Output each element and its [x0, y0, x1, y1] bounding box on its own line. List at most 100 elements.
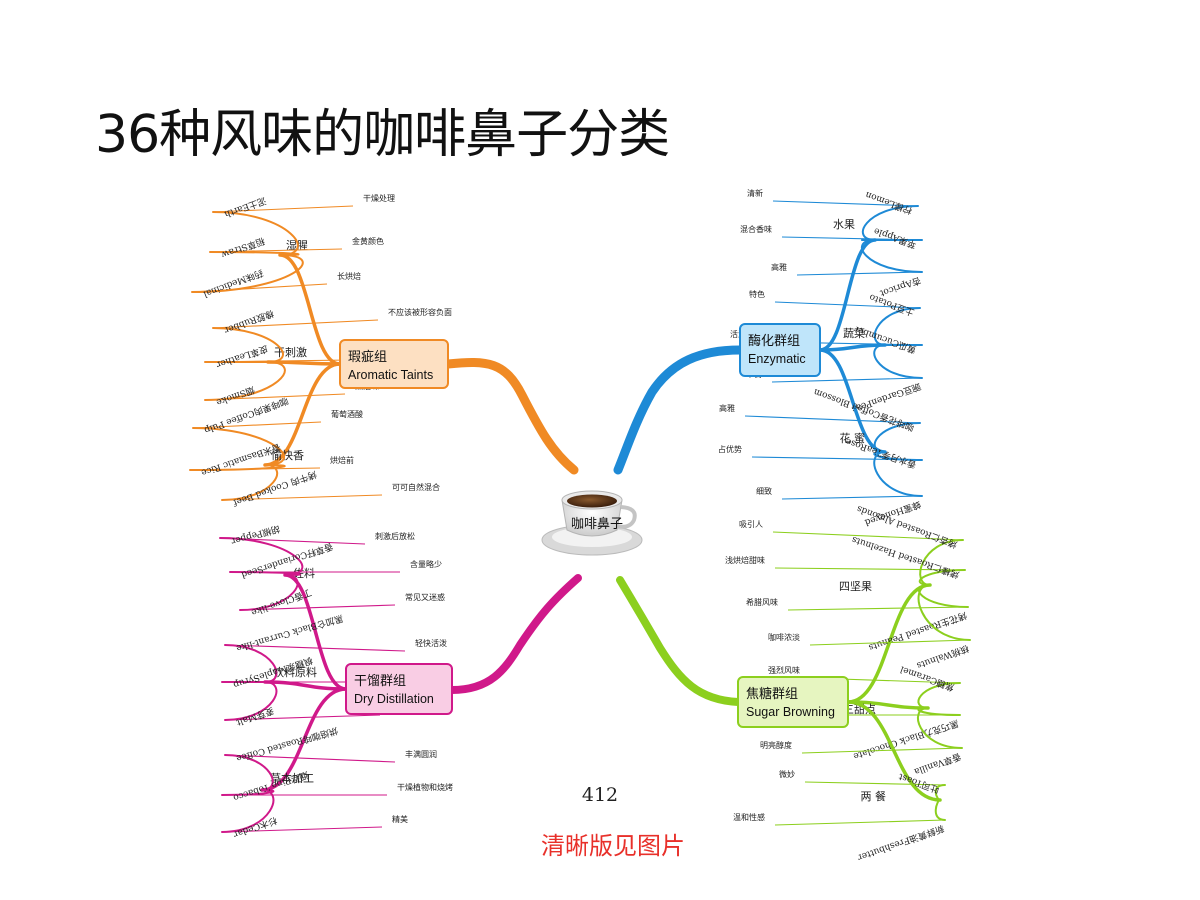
enzymatic-item-desc: 特色: [749, 289, 765, 299]
dry-group-label: 饮料原料: [273, 665, 317, 679]
enzymatic-item-line: [774, 301, 921, 309]
aromatic-item-line: [209, 248, 343, 253]
dry-item-desc: 精美: [392, 814, 408, 824]
enzymatic-trunk: [613, 345, 745, 475]
page-number: 412: [581, 784, 619, 806]
enzymatic-item-line: [744, 415, 921, 424]
enzymatic-group-label: 花 蜜: [840, 431, 866, 445]
dry-item-name: 胡椒Pepper: [229, 523, 281, 548]
enzymatic-item-desc: 高雅: [771, 262, 787, 272]
aromatic-group-branch: [263, 362, 342, 467]
aromatic-item-name: 稻草Straw: [219, 235, 266, 261]
enzymatic-item-line: [751, 456, 923, 461]
dry-category-cn: 干馏群组: [354, 674, 406, 689]
sugar-item-desc: 微妙: [779, 769, 795, 779]
aromatic-category-frame: [339, 339, 449, 389]
aromatic-item-line: [212, 319, 379, 329]
enzymatic-item-branch: [873, 451, 923, 497]
sugar-item-desc: 吸引人: [739, 520, 763, 529]
dry-item-desc: 干燥植物和烧烤: [397, 782, 453, 792]
sugar-item-line: [774, 819, 946, 826]
aromatic-item-name: 香米Basmatic Rice: [200, 441, 282, 479]
aromatic-item-name: 皮革Leather: [214, 343, 269, 372]
aromatic-item-name: 烟Smoke: [215, 384, 257, 409]
dry-item-branch: [224, 644, 278, 683]
dry-item-line: [224, 644, 406, 652]
enzymatic-item-branch: [860, 239, 923, 273]
enzymatic-item-desc: 细致: [756, 486, 772, 496]
dry-item-branch: [239, 574, 299, 611]
coffee-cup-icon: [541, 490, 643, 556]
sugar-category-frame: [737, 676, 849, 728]
aromatic-item-line: [204, 359, 351, 363]
enzymatic-item-line: [772, 200, 919, 207]
enzymatic-item-desc: 清新: [747, 188, 763, 198]
dry-item-line: [221, 826, 383, 833]
dry-group-label: 草本加工: [270, 771, 314, 785]
dry-item-desc: 常见又迷惑: [405, 592, 445, 602]
sugar-item-branch: [934, 799, 946, 821]
aromatic-category-en: Aromatic Taints: [348, 368, 433, 382]
sugar-item-branch: [918, 584, 969, 608]
aromatic-item-desc: 金黄颜色: [352, 236, 384, 246]
sugar-item-branch: [917, 584, 971, 641]
sugar-item-line: [774, 567, 966, 571]
enzymatic-group-label: 蔬菜: [843, 327, 865, 340]
sugar-item-line: [804, 781, 946, 786]
sugar-item-desc: 希腊风味: [746, 597, 778, 607]
dry-item-line: [219, 537, 366, 545]
enzymatic-item-branch: [873, 344, 923, 379]
aromatic-item-branch: [221, 464, 278, 501]
sugar-item-line: [809, 639, 971, 646]
category-trunks: [443, 345, 745, 706]
aromatic-item-name: 咖啡果肉Coffee Pulp: [203, 395, 291, 437]
sugar-item-desc: 温和性感: [733, 812, 765, 822]
dry-item-desc: 轻快活泼: [415, 638, 447, 648]
sugar-group-label: 两 餐: [861, 789, 887, 803]
enzymatic-item-line: [781, 495, 923, 500]
enzymatic-item-desc: 混合香味: [740, 224, 772, 234]
aromatic-item-line: [189, 467, 321, 471]
footer-note: 清晰版见图片: [541, 832, 685, 860]
aromatic-item-desc: 不应该被形容负面: [388, 307, 452, 317]
aromatic-item-branch: [192, 427, 285, 466]
dry-category-box: 干馏群组 Dry Distillation: [345, 663, 453, 715]
enzymatic-item-desc: 高雅: [719, 403, 735, 413]
enzymatic-group-label: 水果: [833, 218, 855, 231]
sugar-item-name: 香草Vanilla: [912, 750, 963, 778]
dry-item-desc: 丰满圆润: [405, 749, 437, 759]
enzymatic-item-name: 杏Apricot: [878, 274, 922, 299]
center-node: 咖啡鼻子: [541, 490, 643, 556]
dry-item-desc: 刺激后放松: [375, 531, 415, 541]
sugar-category-cn: 焦糖群组: [746, 686, 798, 702]
dry-category-en: Dry Distillation: [354, 692, 434, 706]
aromatic-item-desc: 烘焙前: [330, 455, 354, 465]
sugar-item-desc: 咖啡浓淡: [768, 632, 800, 642]
dry-item-line: [224, 754, 396, 763]
sugar-group-label: 四坚果: [839, 580, 872, 593]
center-label: 咖啡鼻子: [571, 516, 623, 532]
sugar-item-desc: 浅烘焙甜味: [725, 555, 765, 565]
aromatic-trunk: [443, 358, 579, 475]
aromatic-item-desc: 长烘焙: [337, 271, 361, 281]
aromatic-item-desc: 干燥处理: [363, 193, 395, 203]
sugar-item-line: [772, 531, 964, 541]
sugar-item-desc: 强烈风味: [768, 665, 800, 675]
aromatic-item-name: 烤牛肉 Cooked Beef: [231, 468, 318, 509]
dry-item-name: 麦芽Malt: [234, 704, 275, 729]
dry-item-name: 丁香Clove-like: [250, 586, 313, 618]
dry-group-branch: [283, 573, 348, 691]
dry-trunk: [448, 574, 582, 694]
sugar-item-branch: [919, 539, 964, 586]
page-title: 36种风味的咖啡鼻子分类: [95, 105, 670, 165]
enzymatic-category-cn: 酶化群组: [748, 333, 800, 349]
dry-item-line: [239, 604, 396, 611]
aromatic-item-line: [212, 205, 354, 213]
enzymatic-category-frame: [739, 323, 821, 377]
aromatic-group-branch: [278, 253, 342, 366]
dry-item-desc: 含量略少: [410, 559, 442, 569]
aromatic-item-name: 药味Medicinal: [202, 267, 265, 301]
